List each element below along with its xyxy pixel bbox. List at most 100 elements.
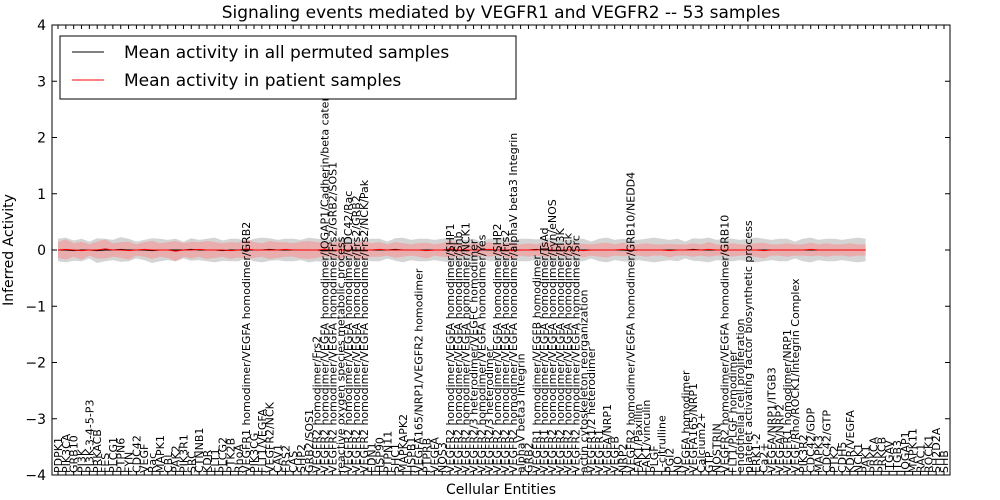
category-label: FES: [99, 453, 112, 473]
category-label: CAV1: [272, 444, 285, 473]
category-label: L-citrulline: [656, 415, 669, 473]
category-label: CBL: [162, 451, 175, 473]
category-label: NO: [671, 456, 684, 473]
category-label: VEGFR2/3 heterodimer: [483, 346, 496, 473]
category-label: PTPN11: [381, 431, 394, 473]
category-label: SRC: [185, 451, 198, 473]
category-label: CDH5: [836, 442, 849, 473]
category-label: VEGFR2 homodimer/VEGFA homodimer/SHP2: [491, 224, 504, 473]
category-label: ITGAV: [883, 440, 896, 473]
series-line-1: [57, 248, 866, 252]
category-label: VEGFR2 homodimer/VEGFA homodimer/Yes: [475, 234, 488, 473]
legend-label-0: Mean activity in all permuted samples: [124, 43, 449, 63]
category-label: HSP90: [373, 437, 386, 473]
category-label: PAK2: [170, 445, 183, 473]
category-label: VEGFR2/3 heterodimer/VEGFC homodimer: [468, 239, 481, 473]
category-label: PI3K: [76, 448, 89, 473]
category-label: VEGFA/NRP1/ITGB3: [766, 367, 779, 473]
category-label: CTNNB1: [193, 428, 206, 473]
y-tick-label: 0: [37, 243, 46, 259]
y-tick-label: 3: [37, 74, 46, 90]
category-label: VEGFR1 homodimer/VEGFA homodimer/TsAd: [538, 227, 551, 473]
x-axis-ticks: [57, 25, 945, 475]
category-label: RhoA: [232, 444, 245, 473]
y-tick-label: −4: [25, 468, 46, 484]
category-label: PGI2: [664, 448, 677, 473]
category-label: VEGF: [138, 444, 151, 473]
category-label: VEGFR2 homodimer/VEGFA homodimer/alphaV …: [507, 133, 520, 473]
category-label: VEGF/Rho/ROCK1/Integrin Complex: [789, 278, 802, 473]
category-label: EDN1: [366, 442, 379, 473]
category-label: PIK3CG: [248, 433, 261, 473]
category-labels: PDPK1PIK3CAGRB10PI3KPI3K-3-4-5-P3PRKACBF…: [52, 85, 951, 473]
y-tick-label: 2: [37, 131, 46, 147]
category-label: PRKCA: [867, 436, 880, 473]
category-label: PIK3R2: [797, 434, 810, 473]
category-label: FAK1/Paxillin: [632, 404, 645, 473]
category-label: VEGFR1: [593, 429, 606, 473]
category-label: VEGFR1/2 heterodimer: [585, 346, 598, 473]
category-label: Ca2+: [758, 442, 771, 473]
category-label: VEGFR2 homodimer/VEGFA homodimer/Fyn/eNO…: [546, 199, 559, 473]
category-label: VEGFR2 homodimer/VEGFA homodimer/Sck: [562, 232, 575, 473]
category-label: CAS: [287, 451, 300, 473]
category-label: FLT1: [209, 448, 222, 473]
category-label: VEGFR2/NCK: [264, 401, 277, 473]
plot-frame: [51, 24, 951, 476]
category-label: VEGFA165/NRP1/VEGFR2 homodimer: [413, 268, 426, 473]
y-tick-label: −3: [25, 412, 46, 428]
category-label: PTPN6: [115, 438, 128, 473]
category-label: NOS3: [436, 442, 449, 473]
category-label: FLT1/VEGFA: [256, 408, 269, 473]
category-label: PAK1: [860, 445, 873, 473]
category-label: VEGFR1 homodimer/VEGFB homodimer: [530, 255, 543, 473]
category-label: VEGFR2 homodimer/VEGFA homodimer/GRB10/N…: [624, 172, 637, 473]
category-label: VEGFB: [609, 436, 622, 473]
category-label: ERK1-2: [750, 433, 763, 473]
category-label: VEGFA165/NRP1: [687, 383, 700, 473]
category-label: reactive oxygen species metabolic proces…: [334, 236, 347, 473]
category-label: NCK1: [852, 443, 865, 473]
category-label: VEGFR2 homodimer/VEGFA homodimer/SHP1: [444, 224, 457, 473]
category-label: endothelial cell proliferation: [734, 319, 747, 473]
y-tick-label: −2: [25, 356, 46, 372]
category-label: PLGF: [648, 445, 661, 473]
category-label: VEGFR2 homodimer/VEGFA homodimer/Frs2/GR…: [350, 195, 363, 473]
category-label: PDPK1: [52, 437, 65, 473]
category-label: PIK3CA: [60, 433, 73, 473]
category-label: GRB2/SOS1: [303, 409, 316, 473]
category-label: VEGFA: [428, 437, 441, 473]
category-label: actin cytoskeleton reorganization: [577, 289, 590, 473]
category-label: PTK2: [828, 445, 841, 473]
category-label: HSPB1: [405, 437, 418, 473]
category-label: NOSTRIN: [711, 423, 724, 473]
category-label: VEGFA/NRP2: [773, 404, 786, 473]
category-label: MAPK11: [907, 428, 920, 473]
category-label: Calcium2+: [695, 413, 708, 473]
category-label: VEGFR2 homodimer/VEGFA homodimer/Frs2: [499, 230, 512, 473]
category-label: FRS2: [279, 445, 292, 473]
category-label: GRB2: [522, 442, 535, 473]
category-label: VEGFR2 homodimer/VEGFA homodimer/Src: [569, 235, 582, 473]
category-label: PI3K-3-4-5-P3: [83, 400, 96, 473]
category-label: PLCG1: [107, 437, 120, 473]
y-axis-label: Inferred Activity: [1, 194, 17, 306]
category-label: PRKCB: [875, 437, 888, 473]
category-label: SHB: [938, 450, 951, 473]
category-label: SHP2: [295, 444, 308, 473]
category-label: MAPKAPK2: [397, 414, 410, 473]
category-label: VEGFR2 homodimer/VEGFA homodimer/Shb: [452, 231, 465, 473]
category-label: KDR: [201, 449, 214, 473]
category-label: FLT1/PLGF homodimer: [726, 350, 739, 473]
category-label: VEGFA homodimer: [679, 370, 692, 473]
x-axis-label: Cellular Entities: [446, 482, 556, 498]
category-label: VEGFR1 homodimer/VEGFA homodimer/GRB2: [240, 222, 253, 473]
category-label: PTK2B: [224, 438, 237, 473]
category-label: platelet activating factor biosynthetic …: [742, 220, 755, 473]
category-label: VEGFR2 homodimer/VEGFA homodimer/Frs2/NC…: [358, 179, 371, 473]
category-label: PIK3R1: [177, 434, 190, 473]
category-label: VEGFR2 homodimer/VEGFA homodimer/CDC42/R…: [342, 191, 355, 473]
category-label: VEGFR2 homodimer/VEGFA homodimer/PI3K: [554, 228, 567, 473]
